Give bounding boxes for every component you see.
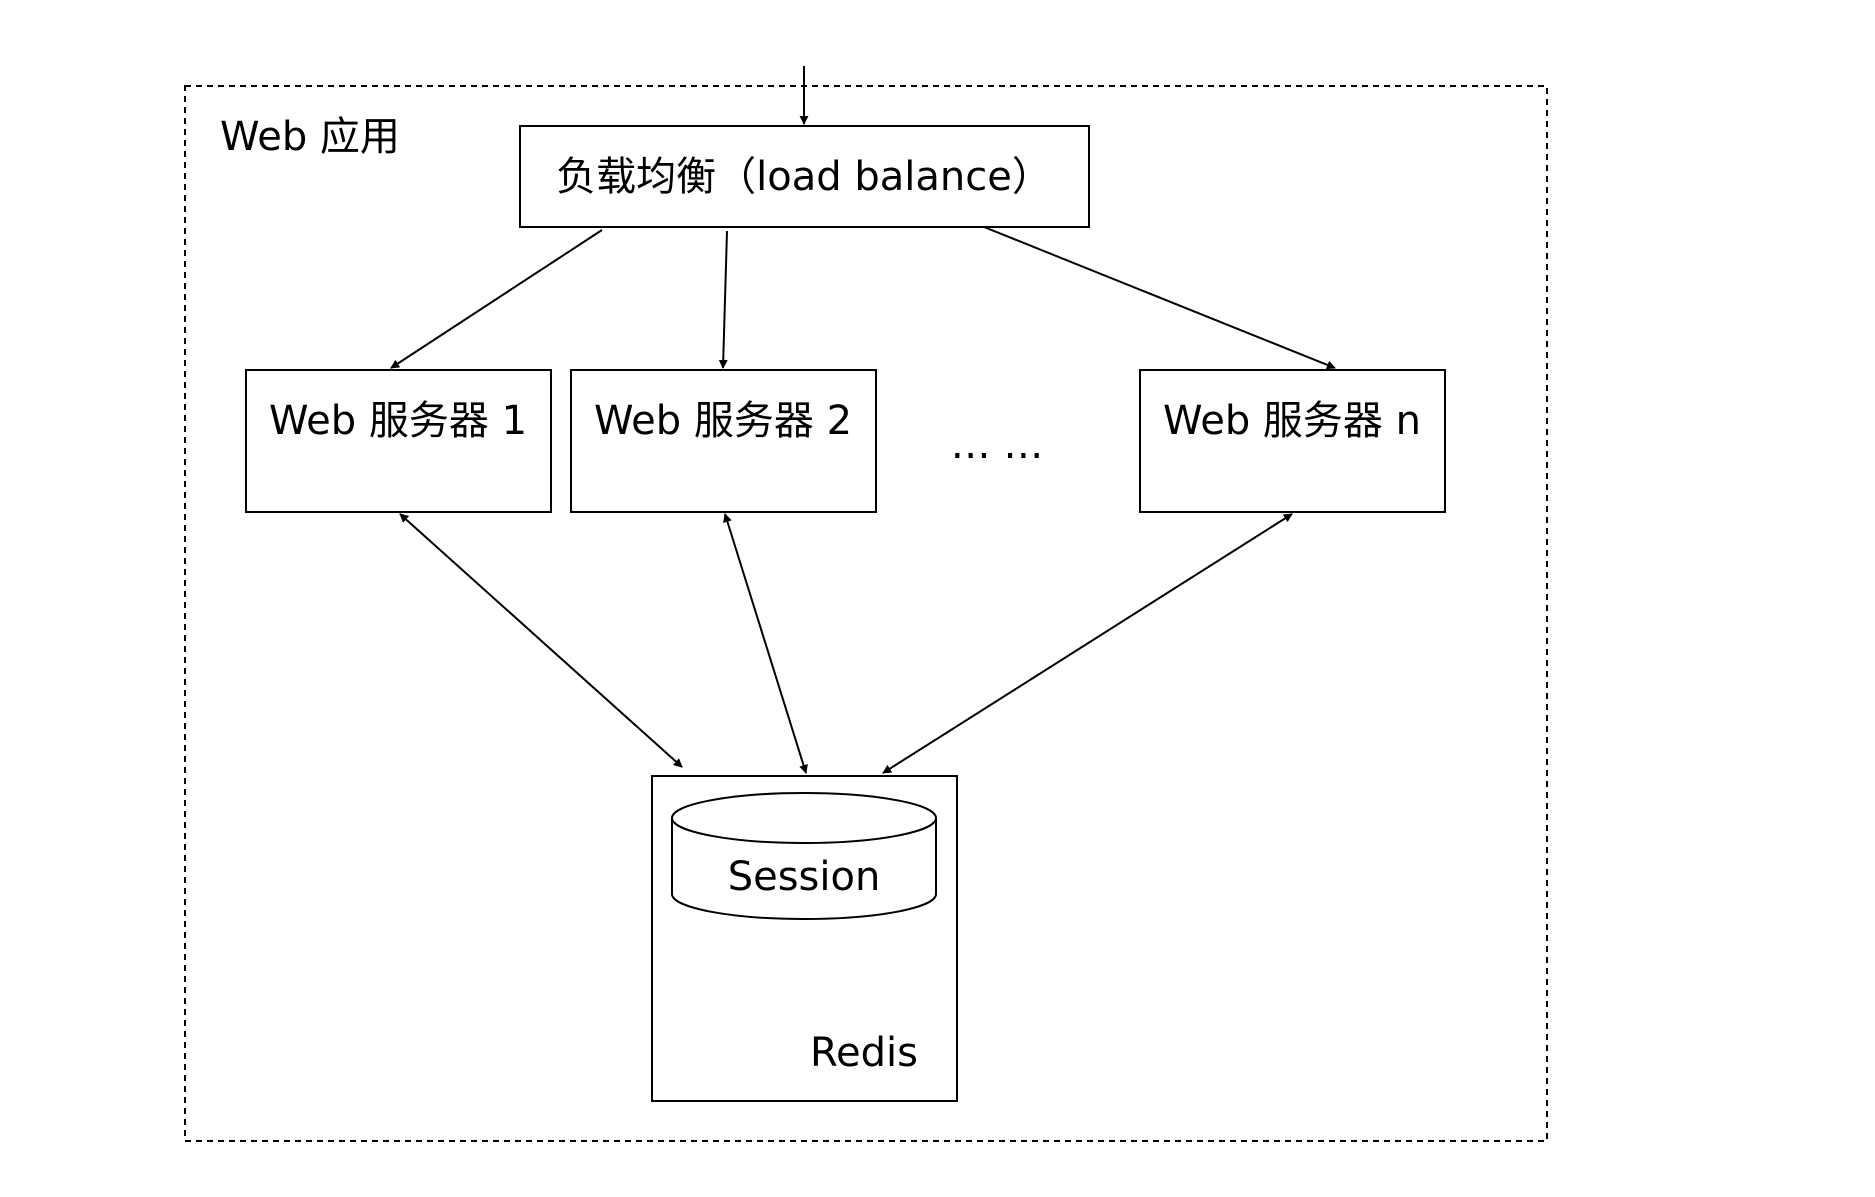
web-app-title: Web 应用 [220,114,400,160]
lb-to-server-2-arrow [718,230,728,369]
servers-ellipsis: … … [951,422,1044,468]
web-app-container [184,85,1548,1142]
session-cylinder-top [671,792,937,844]
server-2-box [570,369,877,513]
session-database-icon [671,792,937,920]
server-n-label: Web 服务器 n [1163,398,1421,444]
lb-to-server-n-arrow [983,226,1336,370]
server-2-redis-arrow [723,513,808,774]
server-1-box [245,369,552,513]
server-1-label: Web 服务器 1 [269,398,527,444]
load-balancer-label: 负载均衡（load balance） [556,154,1052,200]
load-balancer-box [519,125,1090,228]
session-cylinder-body [671,818,937,920]
server-2-label: Web 服务器 2 [594,398,852,444]
server-n-redis-arrow [882,513,1293,774]
server-n-box [1139,369,1446,513]
redis-label: Redis [810,1030,918,1076]
session-label: Session [728,854,881,900]
server-1-redis-arrow [399,513,683,768]
lb-to-server-1-arrow [390,229,603,369]
